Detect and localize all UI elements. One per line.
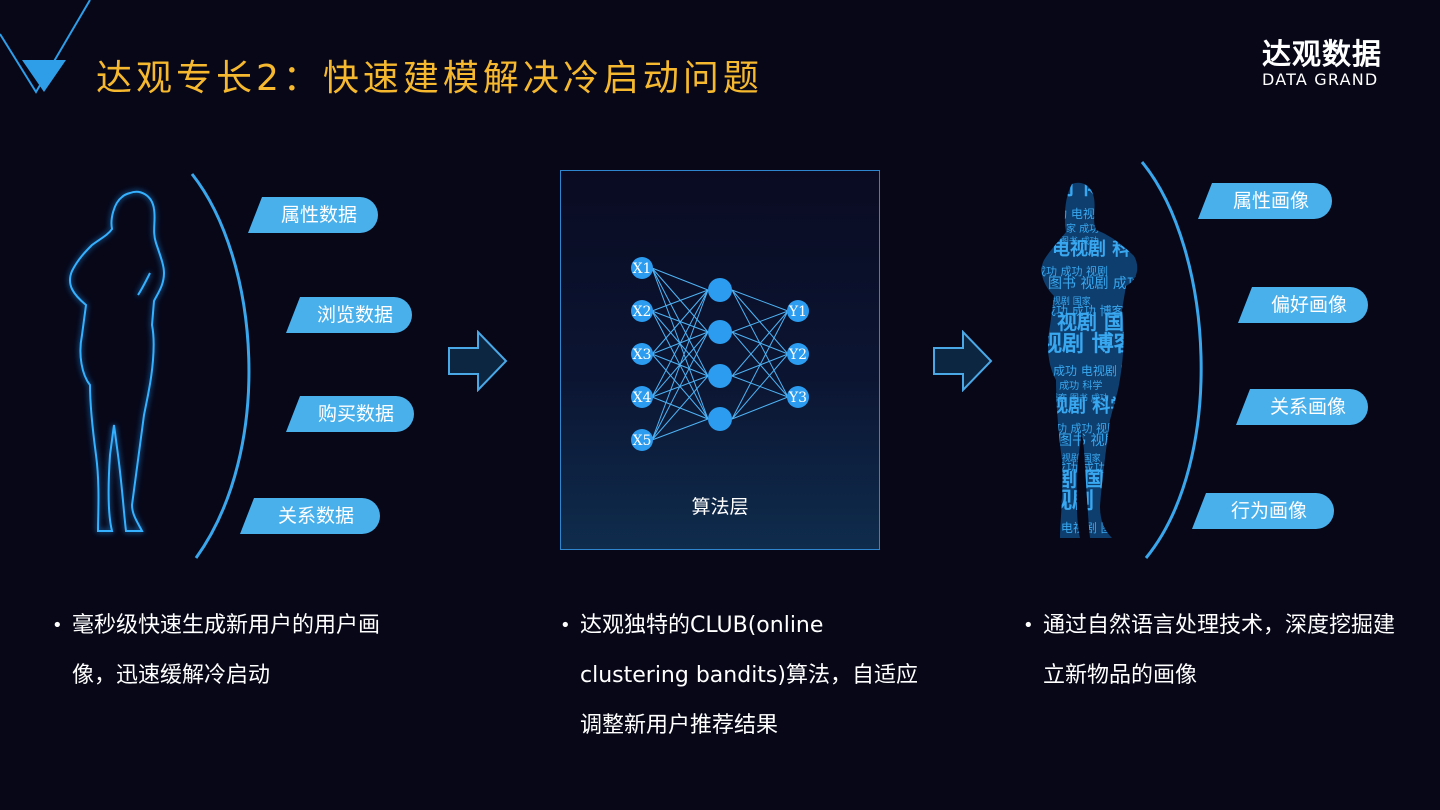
nn-edge	[651, 289, 709, 398]
nn-edge	[731, 310, 789, 420]
nn-input-node-label: X4	[633, 390, 652, 406]
word-cloud-word: 成功 电视剧 图书	[1053, 363, 1145, 378]
nn-input-node-label: X5	[633, 433, 652, 449]
tag-browse-data: 浏览数据	[286, 297, 412, 333]
right-arc	[1140, 161, 1203, 559]
nn-edge	[731, 310, 789, 333]
nn-input-node	[631, 429, 653, 451]
bullet-right-text: 通过自然语言处理技术，深度挖掘建立新物品的画像	[1043, 613, 1396, 688]
word-cloud-word: 成功 成功 视剧	[1035, 264, 1108, 278]
nn-output-node	[787, 386, 809, 408]
brand-logo-en: DATA GRAND	[1262, 70, 1379, 89]
word-cloud-word: 视剧 博客 成功	[1040, 331, 1150, 357]
nn-edge	[731, 353, 789, 420]
bullet-middle-text: 达观独特的CLUB(online clustering bandits)算法，自…	[580, 613, 918, 738]
tag-behavior-profile: 行为画像	[1192, 493, 1334, 529]
nn-edge	[651, 267, 709, 291]
tag-relation-data: 关系数据	[240, 498, 380, 534]
nn-hidden-node	[708, 278, 732, 302]
nn-input-node	[631, 343, 653, 365]
nn-input-node	[631, 257, 653, 279]
nn-edge	[651, 375, 709, 441]
nn-input-node-label: X1	[633, 261, 652, 277]
word-cloud-word: 成功 成功 视剧	[1045, 421, 1118, 435]
right-arrow-icon	[933, 330, 993, 392]
nn-edge	[651, 289, 709, 312]
nn-hidden-node	[708, 407, 732, 431]
nn-output-node	[787, 300, 809, 322]
nn-output-node	[787, 343, 809, 365]
word-cloud-word: 视剧 博客 成功	[1030, 180, 1150, 200]
nn-hidden-node	[708, 320, 732, 344]
word-cloud-word: 视剧 国家 电视剧	[1057, 310, 1150, 334]
tag-attribute-profile: 属性画像	[1198, 183, 1332, 219]
word-cloud-word: 视剧 博客 成功	[1050, 488, 1150, 514]
tag-preference-profile: 偏好画像	[1238, 287, 1368, 323]
word-cloud-word: 国家 成功 科学	[1036, 379, 1102, 392]
nn-edge	[651, 418, 709, 441]
page-title: 达观专长2：快速建模解决冷启动问题	[96, 58, 763, 99]
tag-attribute-data: 属性数据	[248, 197, 378, 233]
algorithm-layer-box	[560, 170, 880, 550]
nn-output-node-label: Y2	[788, 347, 807, 363]
nn-hidden-node	[708, 364, 732, 388]
word-cloud-word: 博客 图书 成功	[1049, 392, 1109, 404]
word-cloud-word: 图书 视剧 成功	[1048, 276, 1141, 292]
tag-relation-profile: 关系画像	[1236, 389, 1368, 425]
chevron-logo-icon	[0, 0, 91, 94]
word-cloud-word: 电视剧 科学 视剧	[1032, 395, 1150, 417]
word-cloud-word: 成功 成功 博客	[1044, 303, 1124, 318]
bullet-left: • 毫秒级快速生成新用户的用户画像，迅速缓解冷启动	[52, 601, 417, 701]
nn-input-node	[631, 300, 653, 322]
word-cloud-word: 图书 视剧 成功	[1058, 433, 1150, 449]
bullet-left-text: 毫秒级快速生成新用户的用户画像，迅速缓解冷启动	[72, 613, 381, 688]
nn-input-node-label: X3	[633, 347, 652, 363]
bullet-dot: •	[52, 615, 63, 636]
bullet-dot: •	[560, 615, 571, 636]
right-arrow-icon	[448, 330, 508, 392]
bullet-right: • 通过自然语言处理技术，深度挖掘建立新物品的画像	[1023, 601, 1413, 701]
nn-edge	[731, 396, 789, 420]
bullet-dot: •	[1023, 615, 1034, 636]
word-cloud-word: 成功 电视剧 图书	[1033, 520, 1125, 535]
word-cloud-word: 电视剧 科学 视剧	[1052, 238, 1150, 260]
brand-logo-cn: 达观数据	[1262, 37, 1383, 71]
algorithm-layer-label: 算法层	[691, 496, 749, 518]
nn-output-node-label: Y1	[788, 304, 807, 320]
word-cloud-word: 国家 成功 科学	[1056, 222, 1122, 235]
bullet-middle: • 达观独特的CLUB(online clustering bandits)算法…	[560, 601, 925, 751]
nn-input-node-label: X2	[633, 304, 652, 320]
word-cloud-word: 科学 视剧 国家	[1031, 295, 1091, 307]
nn-edge	[651, 289, 709, 441]
nn-edge	[651, 331, 709, 441]
nn-edge	[731, 289, 789, 312]
woman-silhouette-icon	[68, 190, 166, 532]
nn-edge	[651, 289, 709, 355]
word-cloud-word: 成功 电视剧 图书	[1043, 206, 1135, 221]
nn-output-node-label: Y3	[788, 390, 807, 406]
nn-input-node	[631, 386, 653, 408]
left-arc	[190, 173, 251, 559]
word-cloud-word: 视剧 国家 电视剧	[1037, 467, 1150, 491]
tag-purchase-data: 购买数据	[286, 396, 414, 432]
nn-edge	[731, 310, 789, 377]
